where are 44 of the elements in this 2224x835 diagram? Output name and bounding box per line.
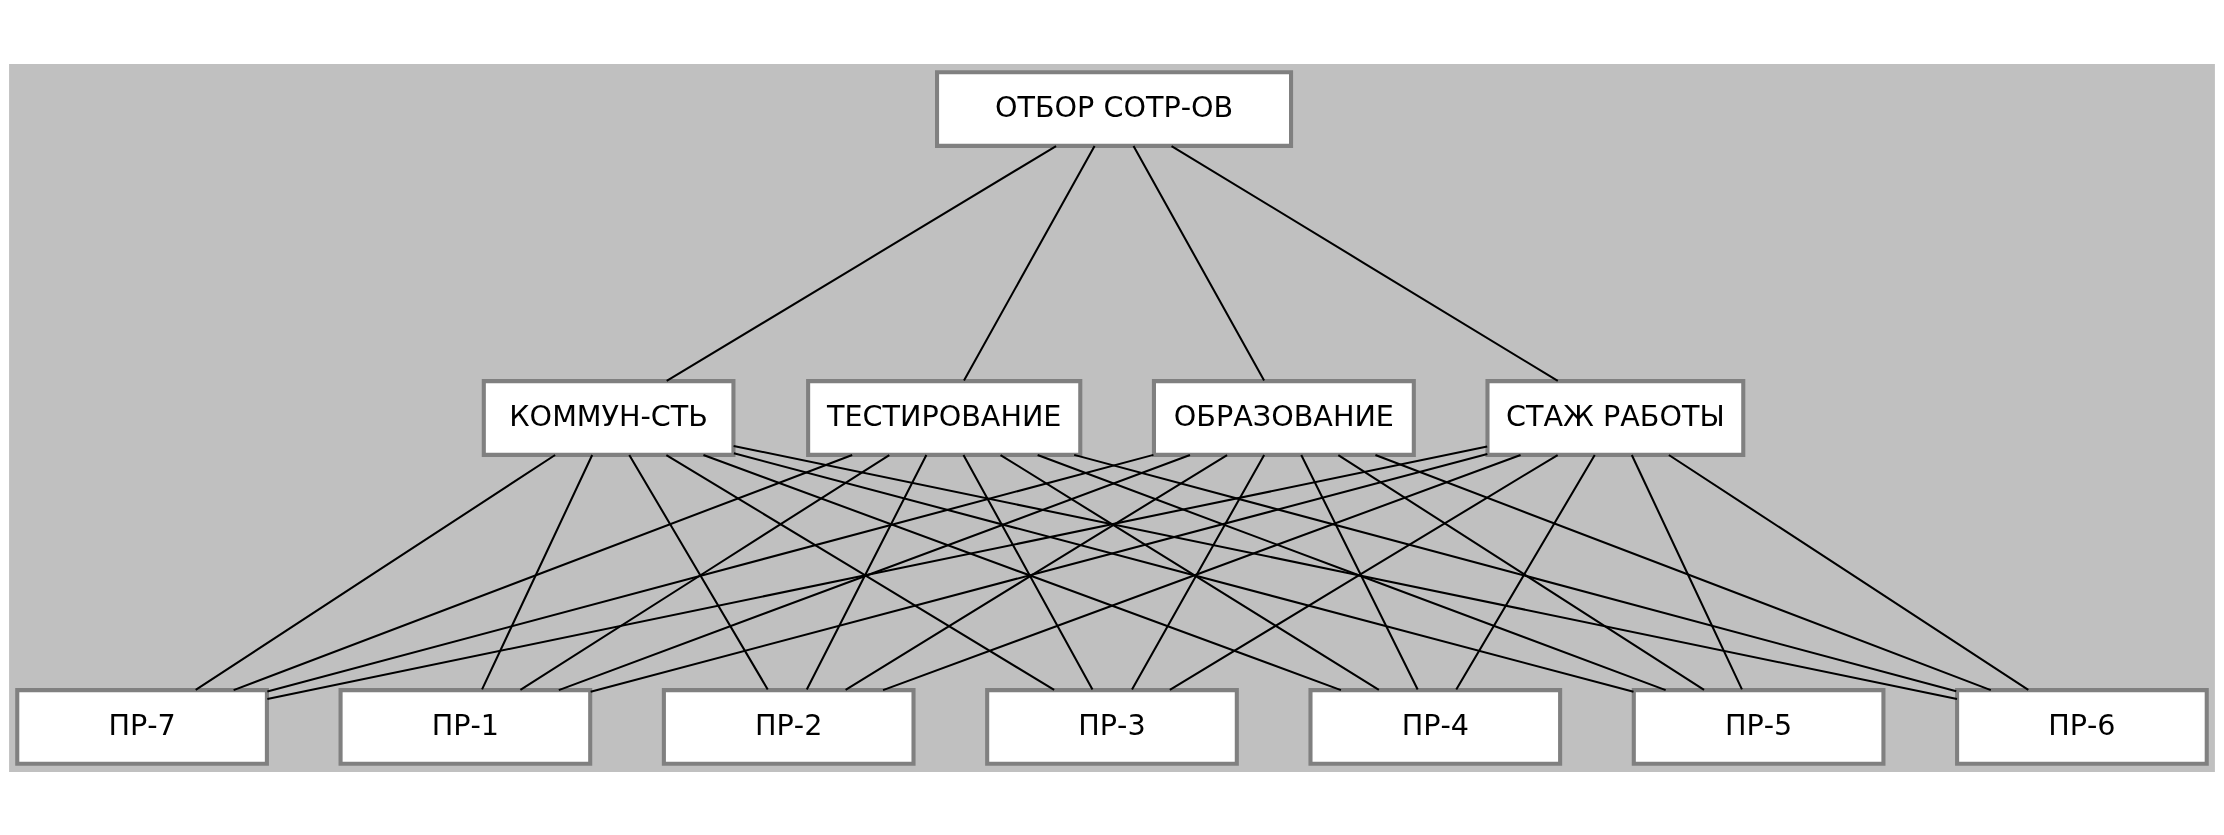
connector xyxy=(519,453,890,691)
node-box: ПР-2 xyxy=(661,687,916,766)
connector xyxy=(1668,453,2029,691)
connector xyxy=(733,451,1634,693)
connector xyxy=(1171,144,1559,382)
node-box: ПР-7 xyxy=(15,687,269,766)
connector xyxy=(962,454,1094,690)
connector xyxy=(558,453,1191,691)
connector xyxy=(195,453,556,691)
connector xyxy=(665,453,1055,691)
node-box: ОБРАЗОВАНИЕ xyxy=(1151,378,1416,457)
connector xyxy=(882,453,1521,691)
connector xyxy=(1169,453,1559,691)
node-box: ПР-1 xyxy=(338,687,593,766)
connector xyxy=(845,453,1228,691)
connector xyxy=(233,453,853,691)
node-box: ПР-3 xyxy=(985,687,1239,766)
node-box: ПР-4 xyxy=(1308,687,1563,766)
connector xyxy=(628,454,769,690)
node-box: ПР-6 xyxy=(1955,687,2209,766)
connector xyxy=(267,453,1154,692)
connector xyxy=(1131,454,1266,690)
connector xyxy=(805,454,928,690)
node-box: СТАЖ РАБОТЫ xyxy=(1485,378,1746,457)
node-box: ПР-5 xyxy=(1631,687,1886,766)
connector xyxy=(1132,145,1265,381)
connector xyxy=(1630,454,1743,690)
connector xyxy=(481,454,594,690)
connector xyxy=(1455,454,1596,690)
connector xyxy=(1037,453,1666,691)
node-box: КОММУН-СТЬ xyxy=(481,378,736,457)
connector xyxy=(703,453,1342,691)
connector xyxy=(1300,454,1419,690)
connector xyxy=(666,144,1057,382)
connector xyxy=(1073,453,1957,692)
connector xyxy=(733,444,1958,700)
connector xyxy=(1000,453,1380,691)
connector xyxy=(963,145,1096,381)
connector xyxy=(267,445,1488,700)
connector xyxy=(1375,453,1992,691)
connector xyxy=(1337,453,1705,691)
node-box: ОТБОР СОТР-ОВ xyxy=(935,69,1294,148)
connector xyxy=(590,452,1488,693)
node-box: ТЕСТИРОВАНИЕ xyxy=(806,378,1083,457)
